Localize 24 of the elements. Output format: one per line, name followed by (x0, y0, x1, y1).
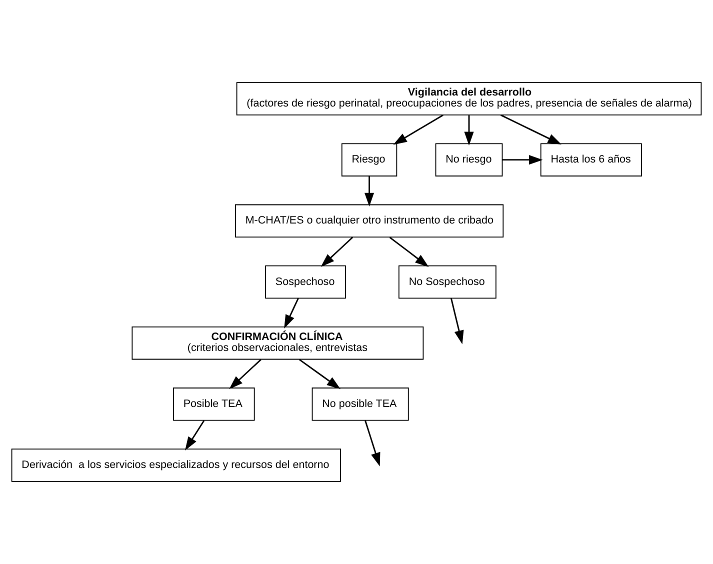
arrow (364, 176, 374, 207)
arrow (320, 236, 354, 267)
arrow (502, 155, 543, 165)
node-box: No Sospechoso (398, 265, 496, 299)
node-box: CONFIRMACIÓN CLÍNICA (criterios observacionales, entrevistas (132, 326, 424, 360)
arrow (284, 298, 299, 328)
arrow (389, 236, 429, 267)
node-box: Sospechoso (265, 265, 346, 299)
node-box: Posible TEA (173, 388, 255, 421)
node-box: Derivación a los servicios especializados y recursos del entorno (11, 448, 341, 482)
node-box: No posible TEA (312, 388, 409, 421)
arrow (450, 298, 464, 344)
node-box: M-CHAT/ES o cualquier otro instrumento de cribado (235, 204, 504, 238)
arrow (298, 358, 341, 390)
node-box: Hasta los 6 años (540, 143, 642, 176)
node-box: No riesgo (435, 143, 503, 176)
arrow (364, 420, 380, 466)
arrow (500, 114, 562, 145)
arrow (393, 114, 444, 145)
node-box: Riesgo (341, 143, 398, 176)
node-box: Vigilancia del desarrollo (factores de riesgo perinatal, preocupaciones de los padres, presencia de señales de alarma) (236, 82, 702, 116)
arrow (229, 359, 262, 390)
arrow (185, 420, 205, 450)
arrow (464, 115, 474, 146)
